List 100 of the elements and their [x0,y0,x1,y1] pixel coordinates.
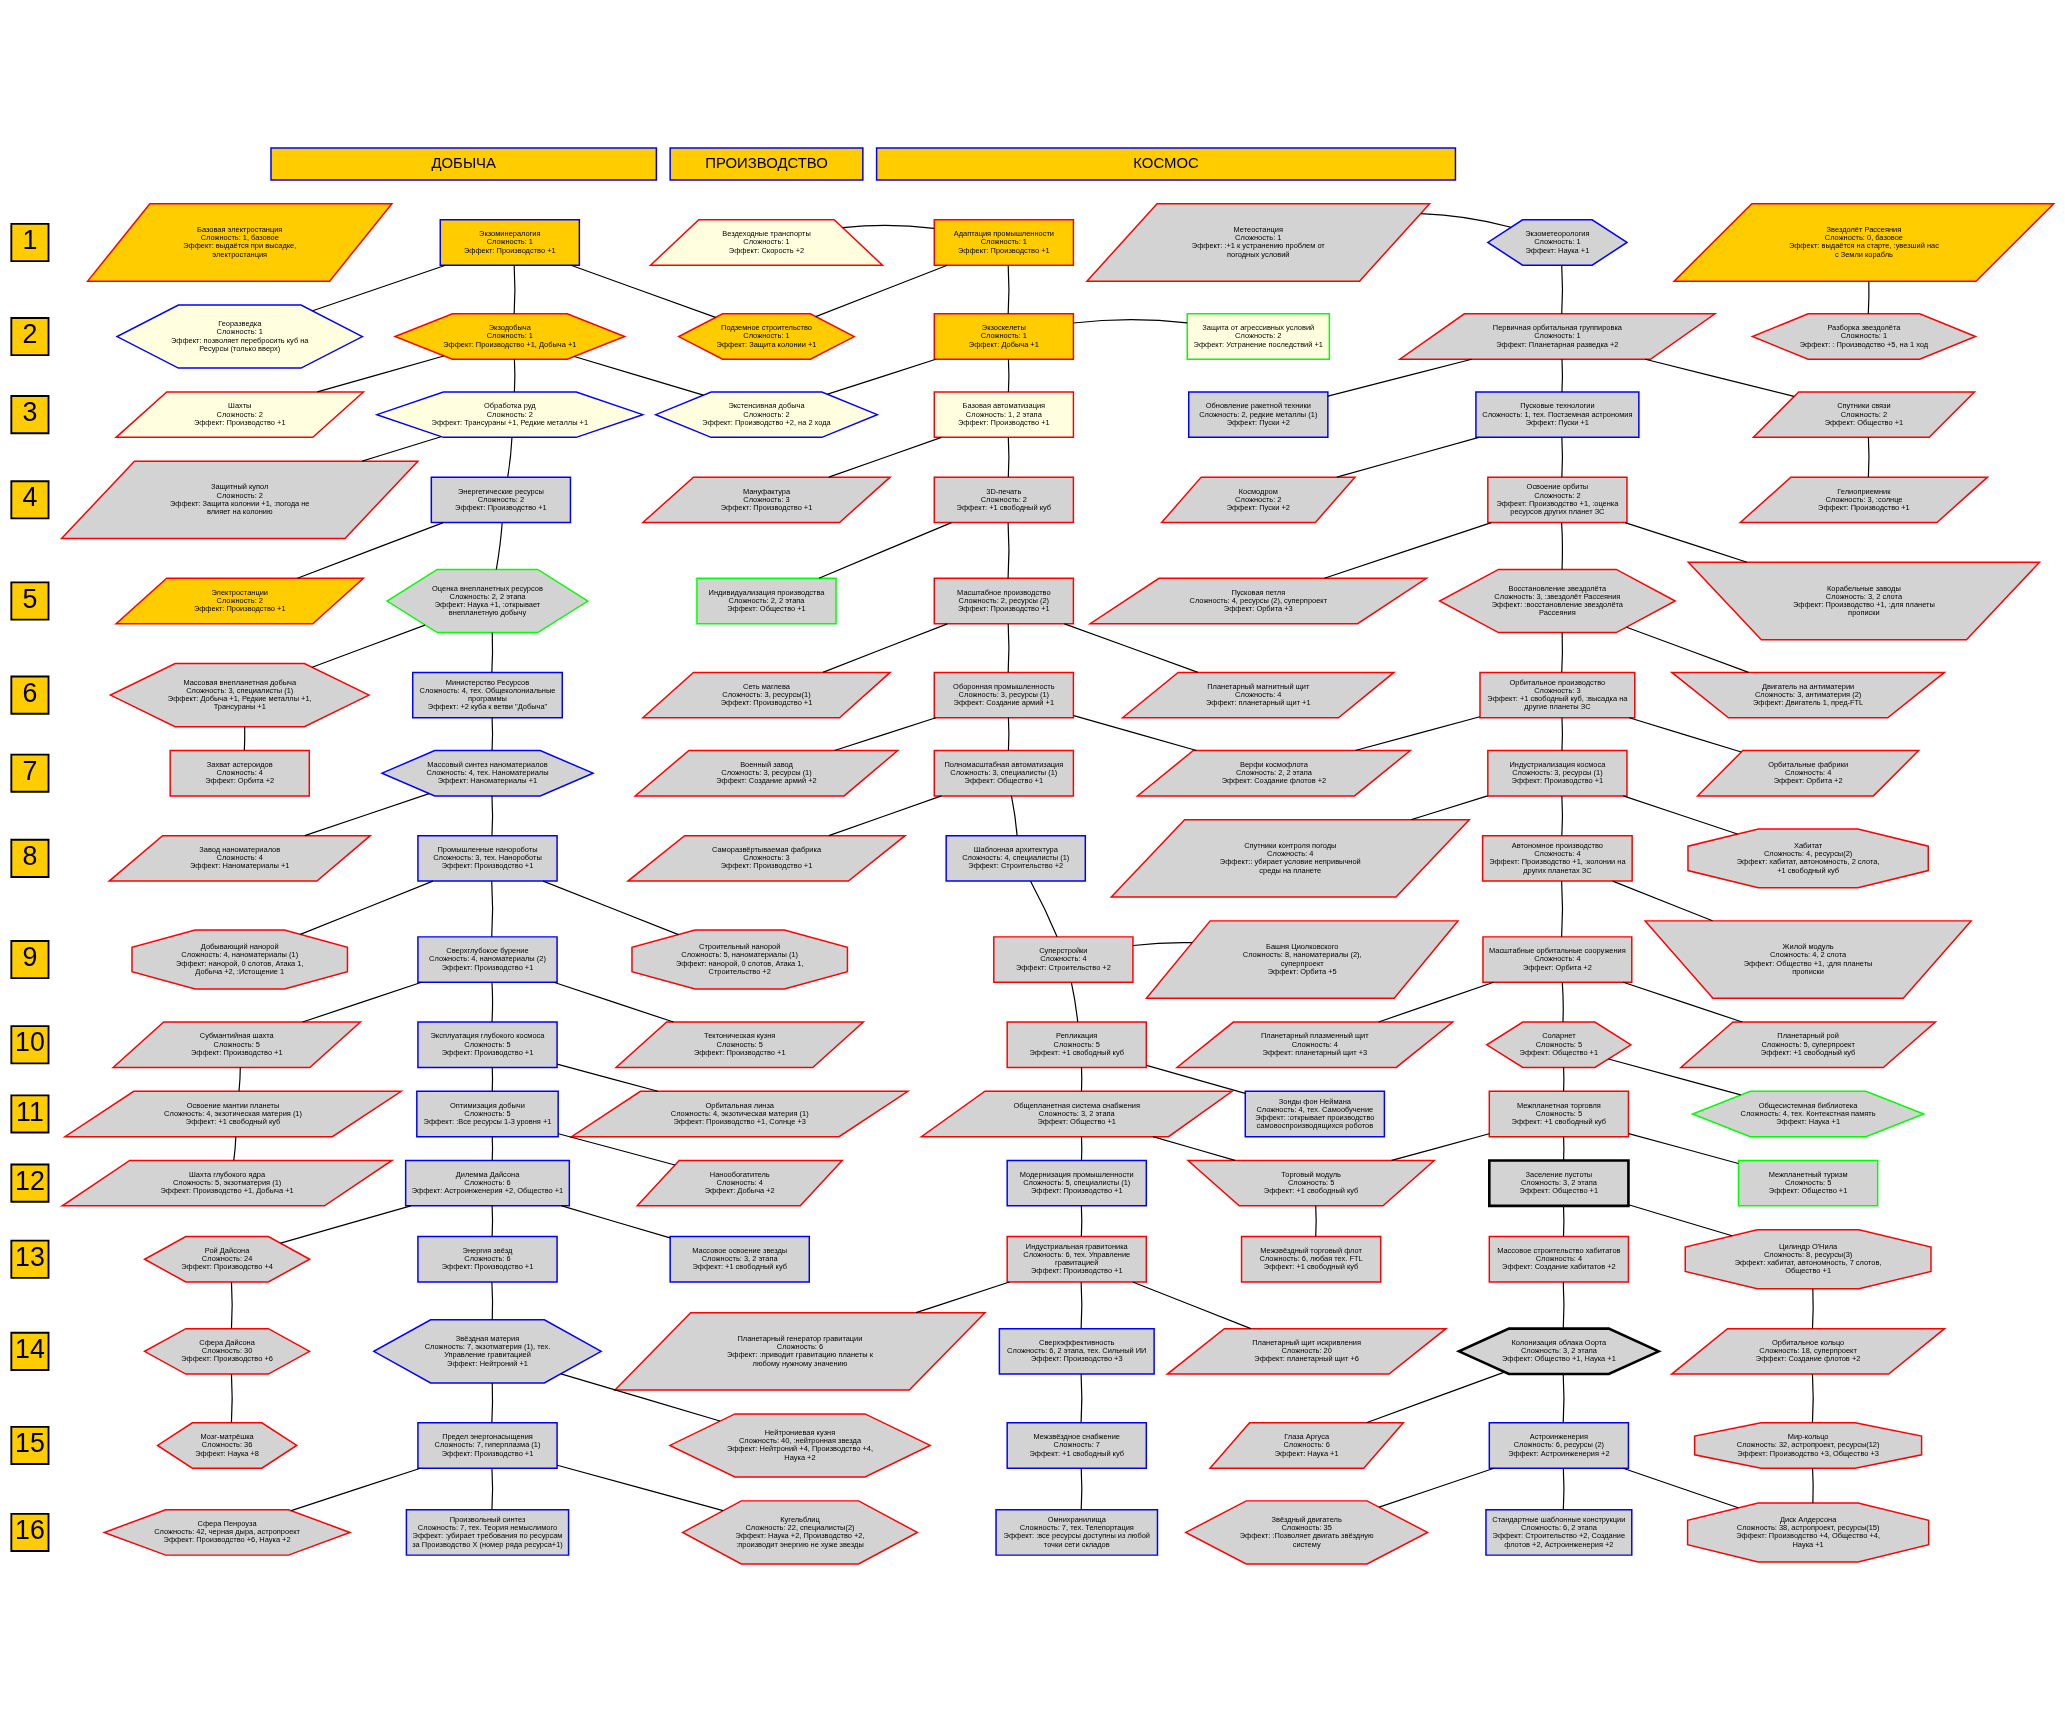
connector [828,794,943,836]
connector [1561,794,1563,836]
node-box: 7 [10,753,50,793]
node-box: 11 [10,1093,50,1133]
node-box: 15 [10,1425,50,1465]
connector [495,521,503,570]
connector [1007,358,1010,393]
connector [542,880,680,935]
connector [1867,280,1870,314]
connector [818,521,953,579]
connector [553,981,675,1023]
connector [491,1381,494,1423]
connector [842,224,935,229]
connector [1562,1204,1565,1237]
connector [230,1373,233,1423]
connector [1561,521,1563,570]
connector [1072,318,1188,324]
node-box: 3 [10,394,50,434]
node-box: 13 [10,1239,50,1279]
connector [1080,1373,1083,1423]
node-box: Автономное производство Сложность: 4 Эффект: Производство +1, :колонии на других планетах ЗС [1481,834,1633,882]
node-box: Сверхглубокое бурение Сложность: 4, наноматериалы (2) Эффект: Производство +1 [417,935,558,983]
node-box: Полномасштабная автоматизация Сложность: 3, специалисты (1) Эффект: Общество +1 [933,749,1075,797]
node-box: Освоение орбиты Сложность: 2 Эффект: Производство +1, :оценка ресурсов других планет ЗС [1487,475,1628,523]
node-box: Дилемма Дайсона Сложность: 6 Эффект: Астроинженерия +2, Общество +1 [404,1159,571,1207]
node-box: Обновление ракетной техники Сложность: 2, редкие металлы (1) Эффект: Пуски +2 [1188,390,1329,438]
node-box: 12 [10,1163,50,1203]
connector [1029,880,1058,937]
node-box: Оборонная промышленность Сложность: 3, ресурсы (1) Эффект: Создание армий +1 [933,671,1075,719]
connector [491,631,494,673]
node-box: 5 [10,581,50,621]
node-box: Межзвёздный торговый флот Сложность: 6, любая тех. FTL Эффект: +1 свободный куб [1240,1235,1382,1283]
connector [1146,1064,1246,1094]
connector [1562,1467,1565,1510]
node-box: Произвольный синтез Сложность: 7, тех. Теория немыслимого Эффект: :убирает требования по ресурсам за Производство X (номер ряда ресурса+1) [405,1508,570,1556]
connector [1644,358,1795,397]
connector [507,436,513,478]
connector [280,1204,412,1244]
connector [1811,1373,1814,1423]
connector [1561,880,1563,937]
node-box: 10 [10,1024,50,1064]
connector [491,1281,494,1320]
connector [828,436,943,478]
connector [1323,521,1492,579]
connector [1628,716,1742,753]
connector [491,794,494,836]
connector [1625,626,1750,673]
connector [299,880,434,935]
node-box: 14 [10,1331,50,1371]
connector [1007,622,1010,673]
connector [1010,794,1018,836]
node-box: Защита от агрессивных условий Сложность: 2 Эффект: Устранение последствий +1 [1186,312,1331,360]
node-box: ДОБЫЧА [270,146,658,181]
connector [1315,1204,1317,1237]
node-box: 4 [10,479,50,519]
connector [304,792,430,836]
node-box: Адаптация промышленности Сложность: 1 Эффект: Производство +1 [933,218,1075,266]
node-box: 9 [10,939,50,979]
node-box: Эксплуатация глубокого космоса Сложность: 5 Эффект: Производство +1 [417,1020,558,1068]
connector [1561,981,1564,1022]
connector [556,1063,659,1092]
node-box: Энергетические ресурсы Сложность: 2 Эффект: Производство +1 [430,475,572,523]
connector [1007,264,1010,314]
node-box: Индустриальная гравитоника Сложность: 6, тех. Управление гравитацией Эффект: Производство +1 [1006,1235,1148,1283]
node-box: Министерство Ресурсов Сложность: 4, тех. Общеколониальные программы Эффект: +2 куба к ветви "Добыча" [411,671,563,719]
connector [1007,436,1010,478]
node-box: 16 [10,1512,50,1552]
connector [1080,1066,1083,1092]
connector [1561,716,1563,751]
connector [815,264,948,317]
node-box: Индивидуализация производства Сложность: 2, 2 этапа Эффект: Общество +1 [696,577,837,624]
connector [1132,1280,1252,1329]
connector [491,981,494,1022]
connector [491,1135,494,1161]
node-box: Захват астероидов Сложность: 4 Эффект: Орбита +2 [169,749,311,797]
connector [1563,1066,1565,1092]
connector [1354,715,1481,751]
connector [1420,212,1512,228]
node-box: Заселение пустоты Сложность: 3, 2 этапа Эффект: Общество +1 [1488,1158,1630,1207]
connector [1562,1281,1565,1329]
node-box: 6 [10,675,50,715]
connector [1007,521,1010,579]
node-box: Репликация Сложность: 5 Эффект: +1 свободный куб [1006,1020,1148,1068]
node-box: Массовое освоение звезды Сложность: 3, 2 этапа Эффект: +1 свободный куб [669,1235,811,1283]
node-box: Пусковые технологии Сложность: 1, тех. Постземная астрономия Эффект: Пуски +1 [1475,390,1640,438]
connector [1063,622,1199,673]
connector [560,1372,721,1422]
connector [561,1204,671,1238]
connector [491,880,494,937]
connector [1622,1467,1739,1508]
connector [833,716,937,751]
node-box: Базовая автоматизация Сложность: 1, 2 этапа Эффект: Производство +1 [933,390,1075,438]
connector [1327,358,1473,397]
node-box: Омнихранилища Сложность: 7, тех. Телепортация Эффект: :все ресурсы доступны из любой точки сети складов [995,1508,1159,1556]
node-box: Промышленные нанороботы Сложность: 3, тех. Нанороботы Эффект: Производство +1 [417,834,558,882]
node-box: Модернизация промышленности Сложность: 5, специалисты (1) Эффект: Производство +1 [1006,1159,1148,1207]
node-box: 1 [10,222,50,262]
connector [1612,880,1714,921]
connector [491,1066,494,1092]
connector [302,981,423,1023]
